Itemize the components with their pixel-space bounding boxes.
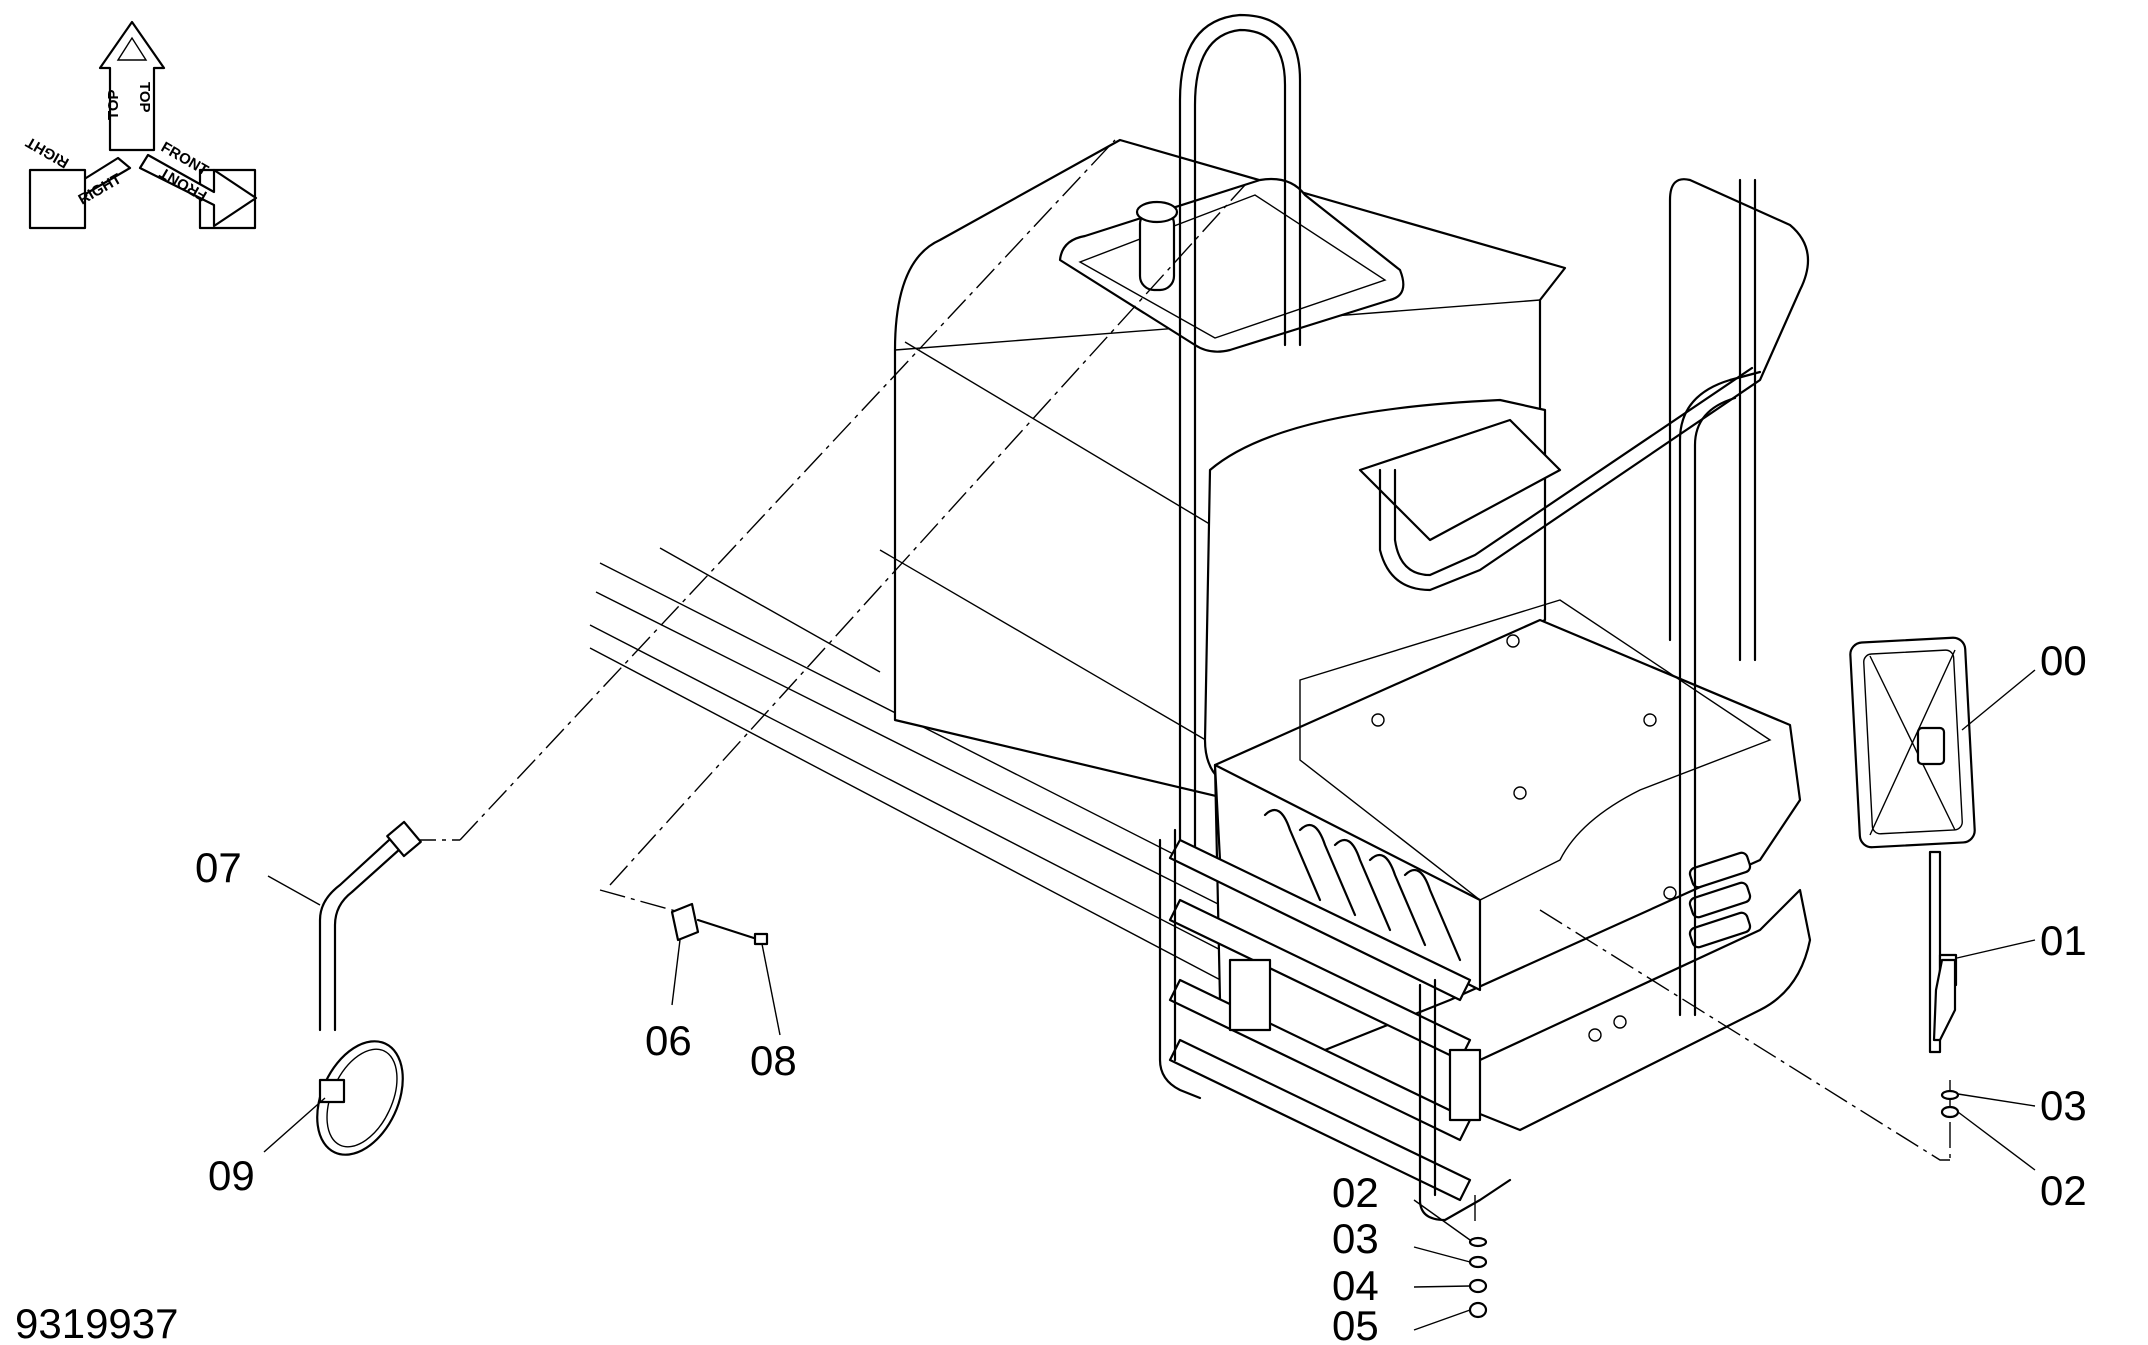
callout-00: 00 bbox=[2040, 637, 2087, 684]
callout-02-bottom: 02 bbox=[1332, 1169, 1379, 1216]
callout-03-right: 03 bbox=[2040, 1082, 2087, 1129]
mirror-round bbox=[316, 820, 422, 1156]
callout-leaders bbox=[263, 669, 2036, 1331]
bracket-and-bolt bbox=[670, 902, 769, 946]
callout-02-right: 02 bbox=[2040, 1167, 2087, 1214]
orientation-indicator: TOP TOP RIGHT RIGHT FRONT FRONT bbox=[23, 20, 258, 230]
callout-09: 09 bbox=[208, 1152, 255, 1199]
grab-handles bbox=[1178, 13, 1810, 1017]
orientation-top-label-2: TOP bbox=[136, 82, 153, 113]
callout-04: 04 bbox=[1332, 1262, 1379, 1309]
callout-03-bottom: 03 bbox=[1332, 1215, 1379, 1262]
callout-05: 05 bbox=[1332, 1302, 1379, 1345]
callout-08: 08 bbox=[750, 1037, 797, 1084]
callout-06: 06 bbox=[645, 1017, 692, 1064]
machine-body bbox=[879, 138, 1812, 1132]
machine-frame-lines bbox=[589, 547, 1261, 986]
drawing-number: 9319937 bbox=[15, 1300, 179, 1345]
callout-01: 01 bbox=[2040, 917, 2087, 964]
orientation-right-label: RIGHT bbox=[23, 133, 72, 171]
callout-labels: 00 01 03 02 07 06 08 09 02 03 04 05 bbox=[195, 637, 2087, 1345]
orientation-top-label: TOP bbox=[105, 89, 122, 120]
callout-07: 07 bbox=[195, 844, 242, 891]
mirror-rectangular bbox=[1849, 636, 1976, 1054]
washers-and-nuts bbox=[1468, 1089, 1960, 1319]
step-ladder bbox=[1158, 828, 1512, 1222]
